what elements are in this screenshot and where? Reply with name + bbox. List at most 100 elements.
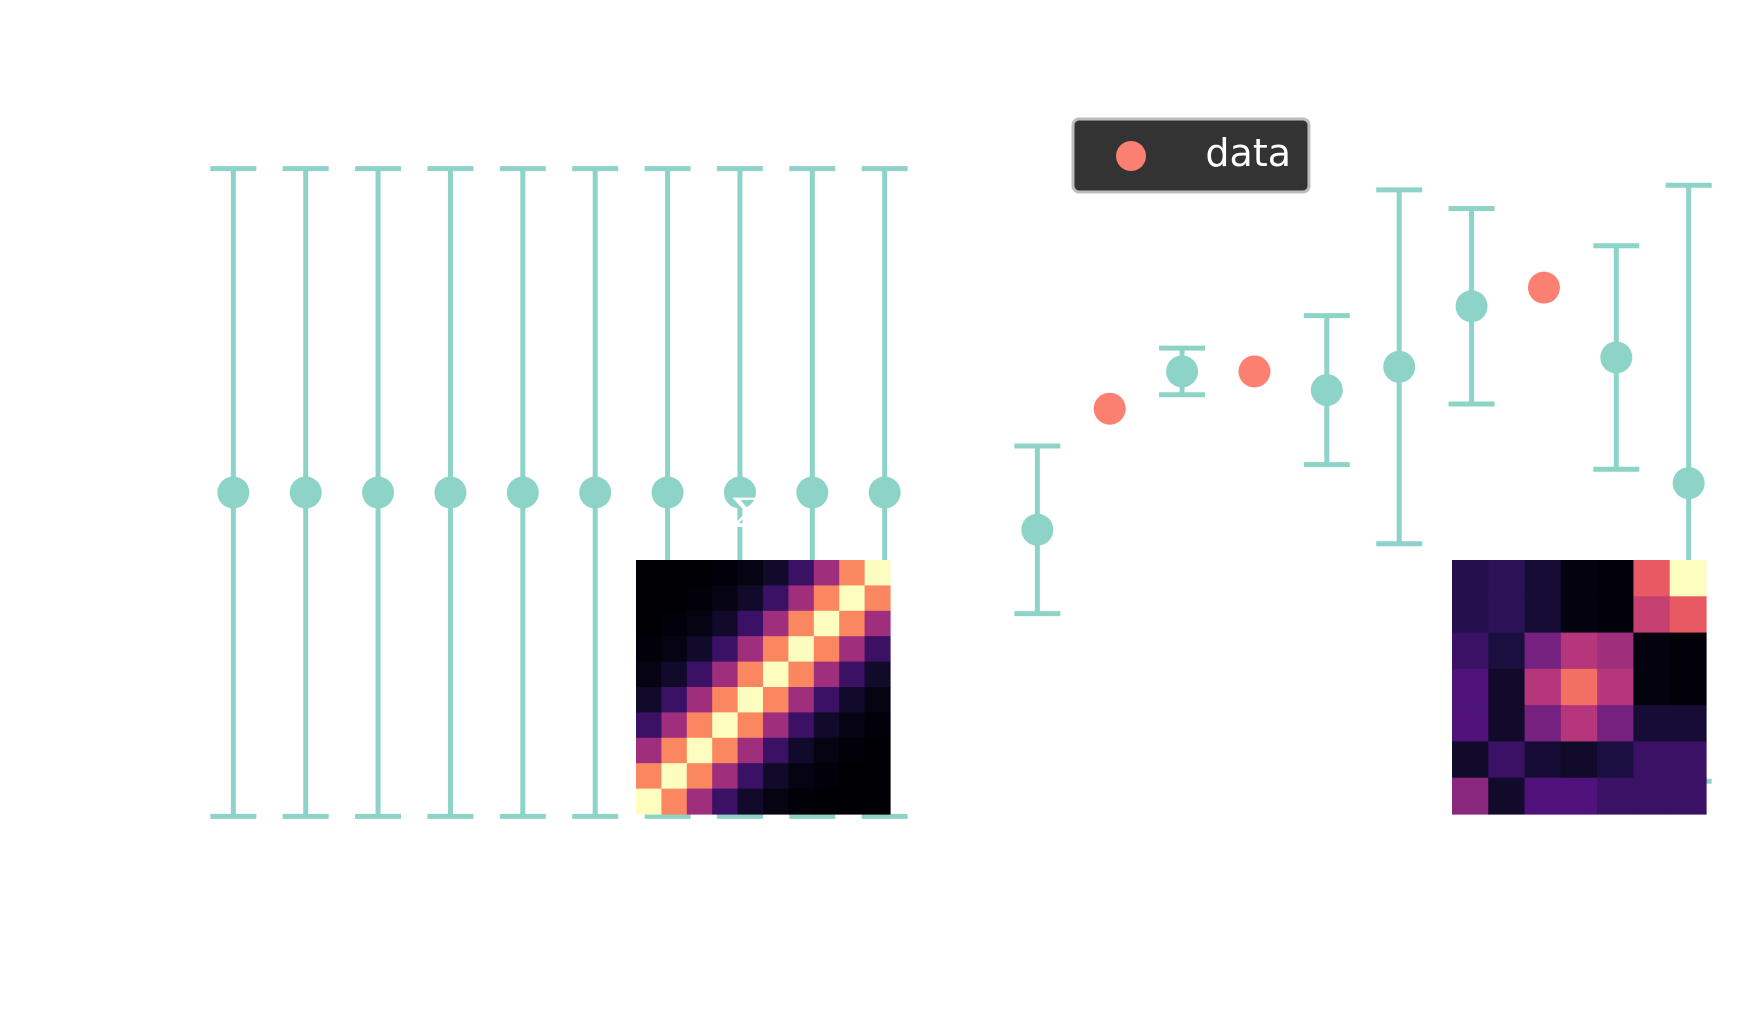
left-heatmap-cell bbox=[788, 610, 815, 637]
left-heatmap-cell bbox=[864, 788, 891, 815]
left-heatmap-cell bbox=[636, 788, 662, 815]
right-heatmap-cell bbox=[1633, 705, 1671, 743]
panel-right-errorbar-plot bbox=[1014, 182, 1712, 815]
right-prediction-point bbox=[1600, 341, 1633, 374]
left-heatmap-cell bbox=[737, 687, 764, 713]
left-heatmap-cell bbox=[864, 636, 891, 663]
left-prediction-point bbox=[434, 476, 467, 509]
left-prediction-point bbox=[289, 476, 322, 509]
right-prediction-point bbox=[1455, 290, 1488, 323]
left-heatmap-cell bbox=[661, 788, 688, 815]
left-heatmap-cell bbox=[712, 585, 739, 612]
right-heatmap-cell bbox=[1597, 705, 1635, 743]
left-heatmap-cell bbox=[636, 585, 662, 612]
right-heatmap-cell bbox=[1452, 560, 1489, 597]
left-heatmap-cell bbox=[686, 560, 713, 586]
left-heatmap-cell bbox=[864, 560, 891, 586]
right-heatmap-cell bbox=[1669, 705, 1707, 743]
left-heatmap-cell bbox=[763, 585, 789, 612]
right-heatmap-cell bbox=[1452, 705, 1489, 743]
left-heatmap-cell bbox=[788, 712, 815, 739]
right-heatmap-cell bbox=[1669, 560, 1707, 597]
left-heatmap-cell bbox=[788, 585, 815, 612]
left-heatmap-cell bbox=[788, 737, 815, 764]
right-prediction-point bbox=[1672, 467, 1705, 500]
right-heatmap-cell bbox=[1560, 560, 1598, 597]
right-heatmap-cell bbox=[1524, 777, 1562, 815]
left-heatmap-cell bbox=[661, 737, 688, 764]
left-heatmap-cell bbox=[636, 661, 662, 688]
right-heatmap-cell bbox=[1597, 560, 1635, 597]
right-heatmap-cell bbox=[1633, 668, 1671, 706]
left-heatmap-cell bbox=[737, 636, 764, 663]
left-heatmap-cell bbox=[636, 712, 662, 739]
right-prediction-point bbox=[1383, 350, 1416, 383]
left-heatmap-cell bbox=[686, 610, 713, 637]
left-heatmap-cell bbox=[712, 560, 739, 586]
left-heatmap-cell bbox=[737, 610, 764, 637]
left-heatmap-cell bbox=[737, 712, 764, 739]
right-heatmap-cell bbox=[1560, 668, 1598, 706]
legend: data bbox=[1071, 117, 1311, 194]
left-heatmap-cell bbox=[839, 636, 866, 663]
left-heatmap-cell bbox=[864, 712, 891, 739]
right-data-points bbox=[1093, 271, 1560, 425]
right-heatmap-cell bbox=[1560, 777, 1598, 815]
left-heatmap-cell bbox=[661, 560, 688, 586]
right-heatmap-cell bbox=[1633, 777, 1671, 815]
left-heatmap-cell bbox=[712, 712, 739, 739]
right-heatmap-cell bbox=[1669, 668, 1707, 706]
left-heatmap-cell bbox=[763, 560, 789, 586]
right-prediction-point bbox=[1021, 513, 1054, 546]
left-prediction-point bbox=[362, 476, 395, 509]
left-heatmap-cell bbox=[661, 661, 688, 688]
left-heatmap-cell bbox=[686, 661, 713, 688]
left-heatmap-cell bbox=[737, 788, 764, 815]
left-heatmap-label: Σ bbox=[731, 491, 759, 537]
right-heatmap-cell bbox=[1633, 741, 1671, 779]
left-heatmap-cell bbox=[813, 661, 840, 688]
left-heatmap-cell bbox=[839, 737, 866, 764]
left-prediction-points bbox=[217, 476, 901, 509]
right-heatmap-cell bbox=[1597, 668, 1635, 706]
right-heatmap-cell bbox=[1488, 777, 1526, 815]
left-heatmap-cell bbox=[763, 661, 789, 688]
right-heatmap-cell bbox=[1560, 632, 1598, 670]
left-heatmap-cell bbox=[737, 585, 764, 612]
left-prediction-point bbox=[579, 476, 612, 509]
left-heatmap-cell bbox=[813, 788, 840, 815]
left-heatmap-cell bbox=[636, 763, 662, 790]
right-heatmap-cell bbox=[1452, 741, 1489, 779]
left-heatmap-cell bbox=[636, 560, 662, 586]
left-heatmap-cell bbox=[712, 737, 739, 764]
left-heatmap-cell bbox=[712, 636, 739, 663]
left-heatmap-cell bbox=[686, 712, 713, 739]
right-heatmap-cell bbox=[1524, 596, 1562, 634]
left-heatmap-cell bbox=[712, 610, 739, 637]
right-data-point bbox=[1093, 392, 1126, 425]
left-heatmap-cell bbox=[813, 560, 840, 586]
left-heatmap-cell bbox=[864, 763, 891, 790]
left-heatmap-cell bbox=[788, 763, 815, 790]
left-heatmap-cell bbox=[813, 763, 840, 790]
left-heatmap-cell bbox=[864, 661, 891, 688]
right-heatmap-cell bbox=[1669, 741, 1707, 779]
right-covariance-heatmap bbox=[1452, 560, 1707, 815]
left-heatmap-cell bbox=[813, 585, 840, 612]
left-heatmap-cell bbox=[864, 737, 891, 764]
right-prediction-points bbox=[1021, 290, 1705, 546]
left-heatmap-cell bbox=[763, 610, 789, 637]
left-heatmap-cell bbox=[763, 763, 789, 790]
right-heatmap-cell bbox=[1597, 632, 1635, 670]
right-heatmap-cell bbox=[1597, 741, 1635, 779]
right-heatmap-cell bbox=[1560, 596, 1598, 634]
panel-left-errorbar-plot: Σ bbox=[210, 166, 908, 819]
right-prediction-point bbox=[1310, 374, 1343, 407]
right-heatmap-cell bbox=[1633, 560, 1671, 597]
left-heatmap-cell bbox=[712, 661, 739, 688]
right-data-point bbox=[1238, 355, 1271, 388]
right-heatmap-cell bbox=[1488, 596, 1526, 634]
right-heatmap-cell bbox=[1669, 777, 1707, 815]
right-heatmap-cell bbox=[1452, 777, 1489, 815]
